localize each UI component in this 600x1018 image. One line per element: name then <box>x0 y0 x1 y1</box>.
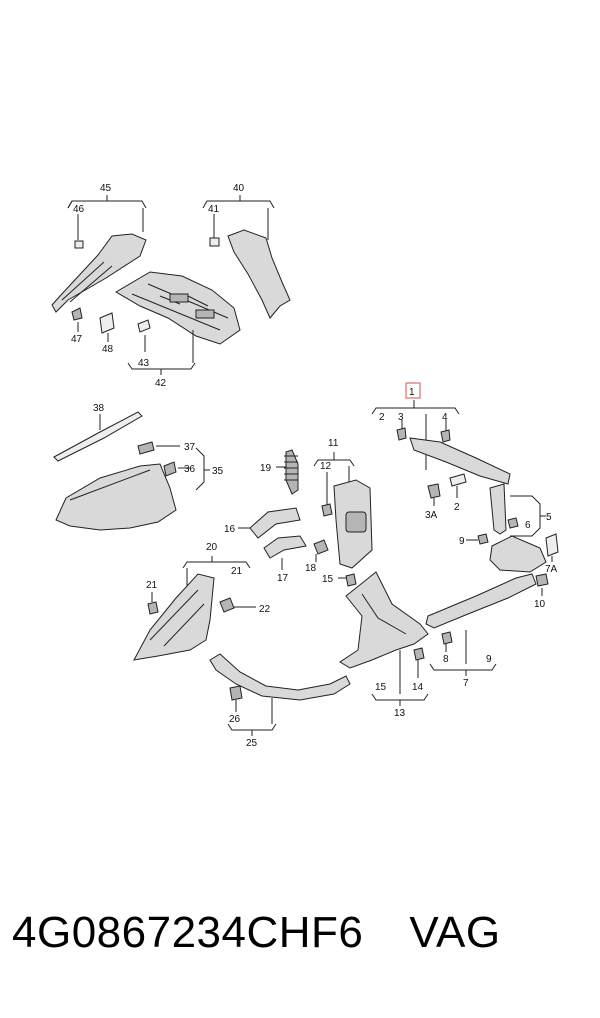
assembly-11 <box>313 452 373 569</box>
label-6: 6 <box>525 520 531 531</box>
label-46: 46 <box>73 204 85 215</box>
assembly-40 <box>202 195 291 319</box>
sill-trim-7-part <box>425 573 537 629</box>
clip-26-part <box>229 685 243 701</box>
parts-diagram: 1 2 3 4 3A 2 5 6 9 7A 10 8 9 7 11 12 19 … <box>51 183 559 749</box>
cover-48-part <box>99 312 115 334</box>
label-7: 7 <box>463 678 469 689</box>
clip-36-part <box>163 461 177 477</box>
clip-22-part <box>219 597 235 613</box>
label-43: 43 <box>138 358 150 369</box>
clip-37-part <box>137 441 155 455</box>
label-9a: 9 <box>459 536 465 547</box>
trim-20-part <box>133 573 215 661</box>
assembly-42 <box>115 271 241 375</box>
label-47: 47 <box>71 334 83 345</box>
b-pillar-part <box>489 483 507 535</box>
spring-19-part <box>285 449 299 495</box>
clip-43-part <box>137 319 151 333</box>
label-1: 1 <box>409 387 415 398</box>
label-19: 19 <box>260 463 272 474</box>
sill-upper-part <box>489 535 547 573</box>
screw-47-part <box>71 307 83 321</box>
label-11: 11 <box>328 438 339 449</box>
part-number-text: 4G0867234CHF6 <box>12 908 364 957</box>
label-38: 38 <box>93 403 105 414</box>
label-21a: 21 <box>146 580 158 591</box>
assembly-45 <box>51 195 147 342</box>
label-9b: 9 <box>486 654 492 665</box>
label-14: 14 <box>412 682 424 693</box>
a-pillar-trim-part <box>51 233 147 313</box>
label-36: 36 <box>184 464 196 475</box>
part-number-caption: 4G0867234CHF6 VAG <box>12 908 501 958</box>
screw-4-part <box>440 429 451 443</box>
clip-8-part <box>441 631 453 645</box>
label-48: 48 <box>102 344 114 355</box>
label-3: 3 <box>398 412 404 423</box>
label-16: 16 <box>224 524 236 535</box>
lower-pillar-13-part <box>339 571 429 669</box>
clip-21-part <box>147 601 159 615</box>
label-15a: 15 <box>322 574 334 585</box>
clip-41-part <box>209 237 220 247</box>
clip-15-part <box>345 573 357 587</box>
assembly-handle <box>238 449 329 570</box>
label-7A: 7A <box>545 564 558 575</box>
screw-3A-part <box>427 483 441 499</box>
a-pillar-lower-part <box>409 437 511 485</box>
label-2: 2 <box>379 412 385 423</box>
label-40: 40 <box>233 183 245 194</box>
label-37: 37 <box>184 442 196 453</box>
label-13: 13 <box>394 708 406 719</box>
assembly-13 <box>338 571 429 706</box>
label-41: 41 <box>208 204 220 215</box>
label-4: 4 <box>442 412 448 423</box>
label-17: 17 <box>277 573 289 584</box>
panel-42-part <box>115 271 241 345</box>
label-group: 1 2 3 4 3A 2 5 6 9 7A 10 8 9 7 11 12 19 … <box>71 183 558 749</box>
clip-2-part <box>449 473 467 487</box>
label-22: 22 <box>259 604 271 615</box>
c-pillar-trim-part <box>227 229 291 319</box>
clip-12-part <box>321 503 333 517</box>
assembly-25 <box>209 653 351 736</box>
brand-text: VAG <box>409 908 501 957</box>
label-25: 25 <box>246 738 258 749</box>
label-2b: 2 <box>454 502 460 513</box>
assembly-35 <box>53 411 210 531</box>
label-12: 12 <box>320 461 332 472</box>
label-5: 5 <box>546 512 552 523</box>
highlight-box <box>405 382 421 399</box>
strip-38-part <box>53 411 143 462</box>
clip-14-part <box>413 647 425 661</box>
cover-17-part <box>263 535 307 559</box>
label-20: 20 <box>206 542 218 553</box>
label-8: 8 <box>443 654 449 665</box>
clip-9-part <box>477 533 489 545</box>
label-3A: 3A <box>425 510 438 521</box>
side-trim-35-part <box>55 463 177 531</box>
clip-18-part <box>313 539 329 555</box>
assembly-20 <box>133 556 256 661</box>
label-18: 18 <box>305 563 317 574</box>
label-15b: 15 <box>375 682 387 693</box>
label-42: 42 <box>155 378 167 389</box>
label-21b: 21 <box>231 566 243 577</box>
label-10: 10 <box>534 599 546 610</box>
label-45: 45 <box>100 183 112 194</box>
clip-7A-part <box>545 533 559 557</box>
screw-3-part <box>396 427 407 441</box>
clip-46-part <box>74 240 84 249</box>
screw-10-part <box>535 573 549 587</box>
handle-16-part <box>249 507 301 539</box>
label-35: 35 <box>212 466 224 477</box>
assembly-1 <box>371 400 559 676</box>
clip-6-part <box>507 517 519 529</box>
label-26: 26 <box>229 714 241 725</box>
